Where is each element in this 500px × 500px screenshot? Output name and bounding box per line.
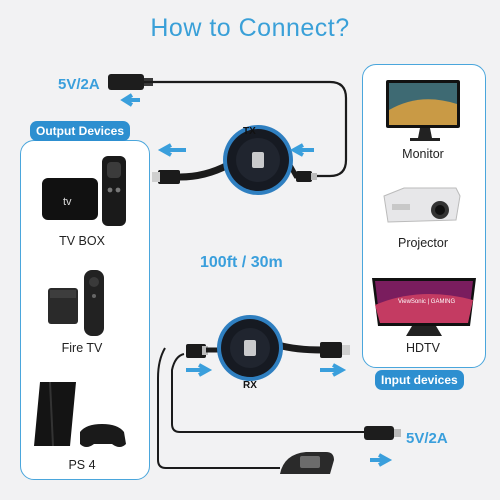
rx-dongle (157, 315, 364, 469)
fire-tv-icon (48, 270, 104, 336)
projector-icon (383, 187, 461, 223)
device-label-hdtv: HDTV (405, 341, 441, 355)
ps4-icon (34, 381, 126, 447)
hdtv-icon: ViewSonic | GAMING (372, 278, 476, 336)
device-label-monitor: Monitor (402, 147, 444, 161)
tx-dongle (152, 125, 317, 195)
device-label-projector: Projector (397, 236, 449, 250)
output-devices-tag: Output Devices (30, 121, 131, 141)
device-label-fire-tv: Fire TV (61, 341, 103, 355)
input-devices-tag: Input devices (375, 370, 464, 390)
device-label-tv-box: TV BOX (59, 234, 105, 248)
distance-label: 100ft / 30m (200, 254, 283, 271)
device-label-ps4: PS 4 (68, 458, 96, 472)
svg-text:tv: tv (63, 196, 72, 208)
tv-box-icon: tv (42, 156, 126, 226)
power-cable-top (144, 80, 348, 178)
monitor-icon (386, 80, 460, 141)
arrow-right-rx-usb (186, 363, 213, 377)
tx-label: TX (243, 126, 256, 137)
rx-label: RX (243, 380, 257, 391)
usb-plug-bottom (364, 426, 401, 440)
power-label-top: 5V/2A (58, 76, 100, 93)
switch-button-icon (280, 452, 334, 474)
arrow-right-bottom-power (370, 453, 393, 467)
arrow-left-top-power (120, 93, 140, 107)
page-title: How to Connect? (150, 14, 350, 42)
arrow-left-tx-usb (289, 143, 314, 157)
power-label-bottom: 5V/2A (406, 430, 448, 447)
screen-brand-text: ViewSonic | GAMING (398, 299, 455, 305)
arrow-left-tx-hdmi (157, 143, 186, 157)
arrow-right-rx-hdmi (320, 363, 347, 377)
